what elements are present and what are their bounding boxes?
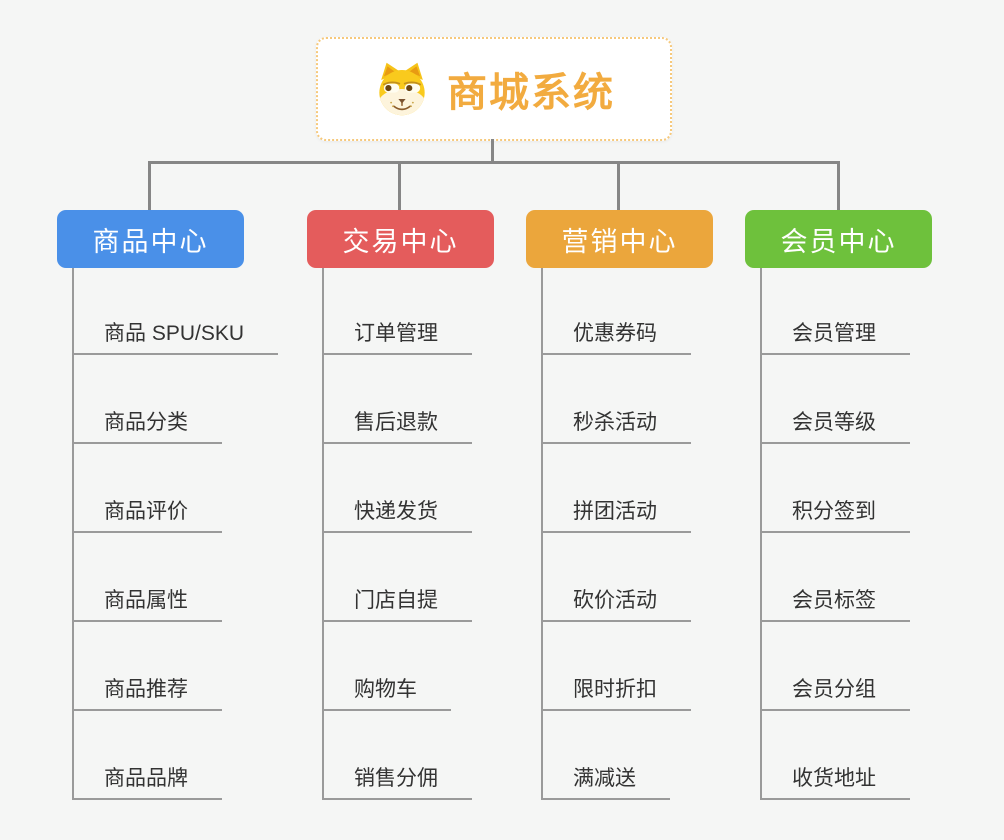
leaf-node[interactable]: 会员标签 (761, 588, 910, 622)
connector-drop-products (148, 161, 151, 210)
leaf-node[interactable]: 会员管理 (761, 321, 910, 355)
branch-box-products[interactable]: 商品中心 (57, 210, 244, 268)
leaf-node[interactable]: 商品属性 (73, 588, 222, 622)
root-title: 商城系统 (447, 71, 615, 115)
branch-label: 营销中心 (561, 226, 678, 257)
connector-drop-members (837, 161, 840, 210)
leaf-node[interactable]: 会员等级 (761, 410, 910, 444)
connector-drop-marketing (617, 161, 620, 210)
branch-box-marketing[interactable]: 营销中心 (526, 210, 713, 268)
leaf-node[interactable]: 限时折扣 (542, 677, 691, 711)
leaf-node[interactable]: 积分签到 (761, 499, 910, 533)
leaf-node[interactable]: 满减送 (542, 766, 670, 800)
root-node[interactable]: 商城系统 (316, 37, 672, 141)
branch-box-members[interactable]: 会员中心 (745, 210, 932, 268)
leaf-node[interactable]: 售后退款 (323, 410, 472, 444)
branch-spine-members (760, 268, 762, 800)
connector-drop-trade (398, 161, 401, 210)
branch-box-trade[interactable]: 交易中心 (307, 210, 494, 268)
connector-rail (148, 161, 840, 164)
leaf-node[interactable]: 订单管理 (323, 321, 472, 355)
branch-spine-trade (322, 268, 324, 800)
branch-label: 商品中心 (92, 226, 209, 257)
branch-label: 会员中心 (780, 226, 897, 257)
leaf-node[interactable]: 快递发货 (323, 499, 472, 533)
leaf-node[interactable]: 商品评价 (73, 499, 222, 533)
leaf-node[interactable]: 门店自提 (323, 588, 472, 622)
leaf-node[interactable]: 拼团活动 (542, 499, 691, 533)
leaf-node[interactable]: 优惠券码 (542, 321, 691, 355)
connector-root-drop (491, 139, 494, 163)
leaf-node[interactable]: 会员分组 (761, 677, 910, 711)
branch-label: 交易中心 (342, 226, 459, 257)
branch-spine-products (72, 268, 74, 800)
leaf-node[interactable]: 收货地址 (761, 766, 910, 800)
leaf-node[interactable]: 商品品牌 (73, 766, 222, 800)
leaf-node[interactable]: 秒杀活动 (542, 410, 691, 444)
leaf-node[interactable]: 砍价活动 (542, 588, 691, 622)
leaf-node[interactable]: 购物车 (323, 677, 451, 711)
leaf-node[interactable]: 商品 SPU/SKU (73, 321, 279, 355)
dog-face-icon (379, 62, 425, 116)
leaf-node[interactable]: 商品推荐 (73, 677, 222, 711)
leaf-node[interactable]: 销售分佣 (323, 766, 472, 800)
branch-spine-marketing (541, 268, 543, 800)
leaf-node[interactable]: 商品分类 (73, 410, 222, 444)
